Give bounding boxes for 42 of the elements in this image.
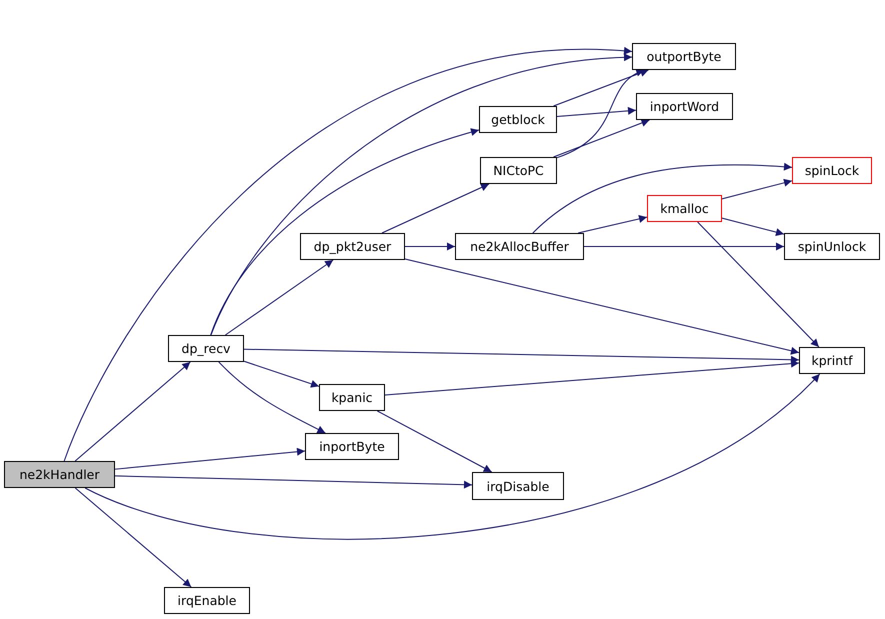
arrow	[114, 448, 306, 470]
function-box: dp_recv	[168, 335, 244, 362]
arrow	[553, 119, 650, 158]
arrow	[722, 218, 784, 236]
function-box: getblock	[479, 106, 557, 133]
arrow	[244, 360, 320, 388]
arrow	[697, 222, 820, 348]
arrow	[532, 162, 792, 234]
function-box: spinLock	[792, 157, 872, 184]
arrow	[722, 178, 792, 200]
arrow	[584, 242, 784, 250]
arrow	[218, 362, 326, 434]
function-box: outportByte	[632, 43, 736, 70]
function-box: ne2kHandler	[4, 461, 115, 488]
function-box: dp_pkt2user	[300, 233, 405, 260]
function-box: NICtoPC	[480, 157, 557, 184]
arrow	[224, 260, 334, 336]
function-box: kprintf	[799, 347, 865, 374]
arrow	[244, 348, 800, 364]
arrow	[404, 242, 456, 250]
function-box: ne2kAllocBuffer	[455, 233, 584, 260]
function-box: inportByte	[305, 433, 399, 460]
function-box: irqEnable	[164, 587, 250, 614]
arrow	[376, 410, 492, 472]
arrow	[210, 128, 480, 336]
function-box: kmalloc	[647, 195, 722, 222]
function-box: spinUnlock	[784, 233, 880, 260]
arrow	[553, 69, 649, 106]
function-box: inportWord	[636, 93, 733, 120]
arrow	[64, 47, 632, 462]
arrow	[114, 475, 472, 489]
arrow	[404, 258, 800, 355]
arrow	[578, 215, 648, 234]
arrow	[210, 54, 632, 336]
function-box: kpanic	[319, 384, 385, 411]
arrow	[74, 488, 192, 588]
arrow	[384, 360, 800, 396]
arrow	[84, 374, 820, 540]
arrow	[74, 362, 191, 462]
arrow	[381, 184, 490, 234]
arrow	[556, 106, 636, 117]
function-box: irqDisable	[472, 472, 564, 500]
